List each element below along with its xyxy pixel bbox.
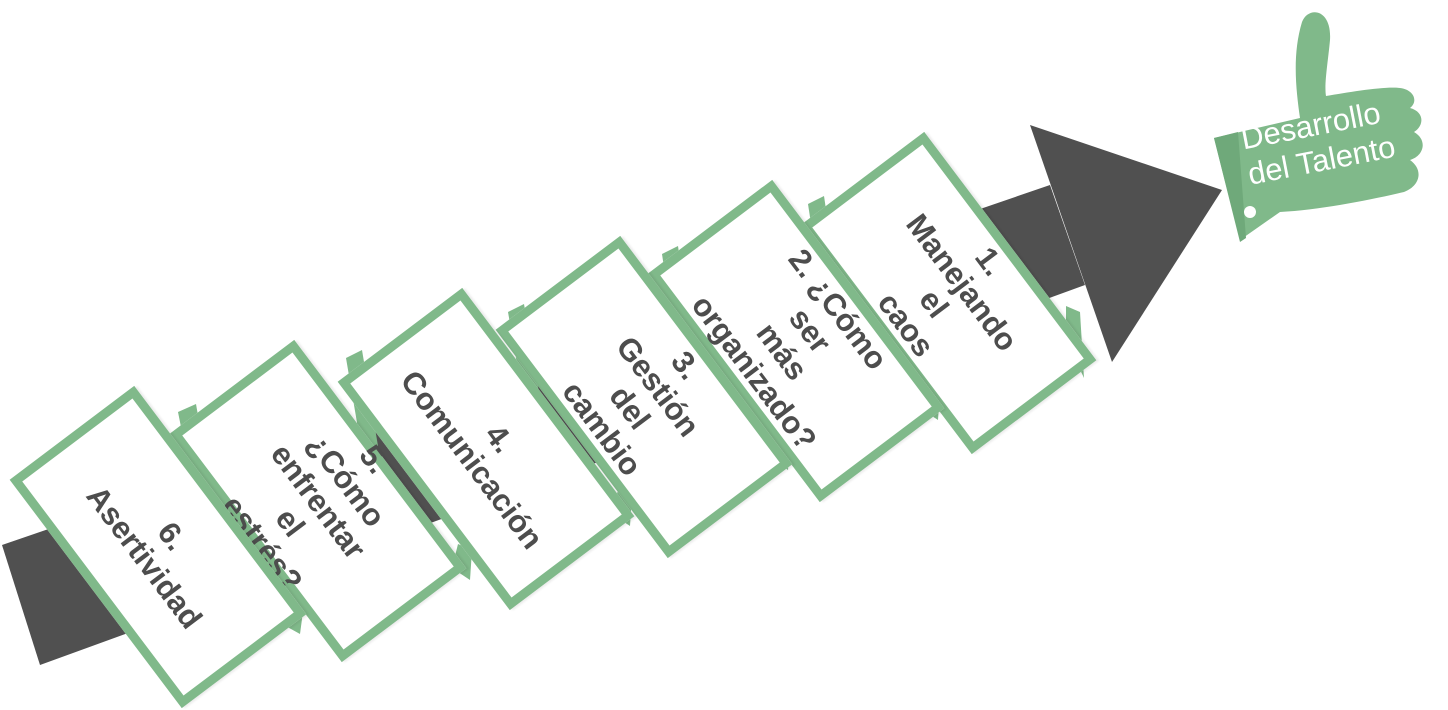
step-card-6: 6. Asertividad bbox=[9, 385, 307, 709]
step-label-6: 6. Asertividad bbox=[79, 479, 209, 636]
thumbs-up-icon bbox=[1214, 12, 1423, 242]
arrow-head bbox=[1030, 125, 1222, 362]
